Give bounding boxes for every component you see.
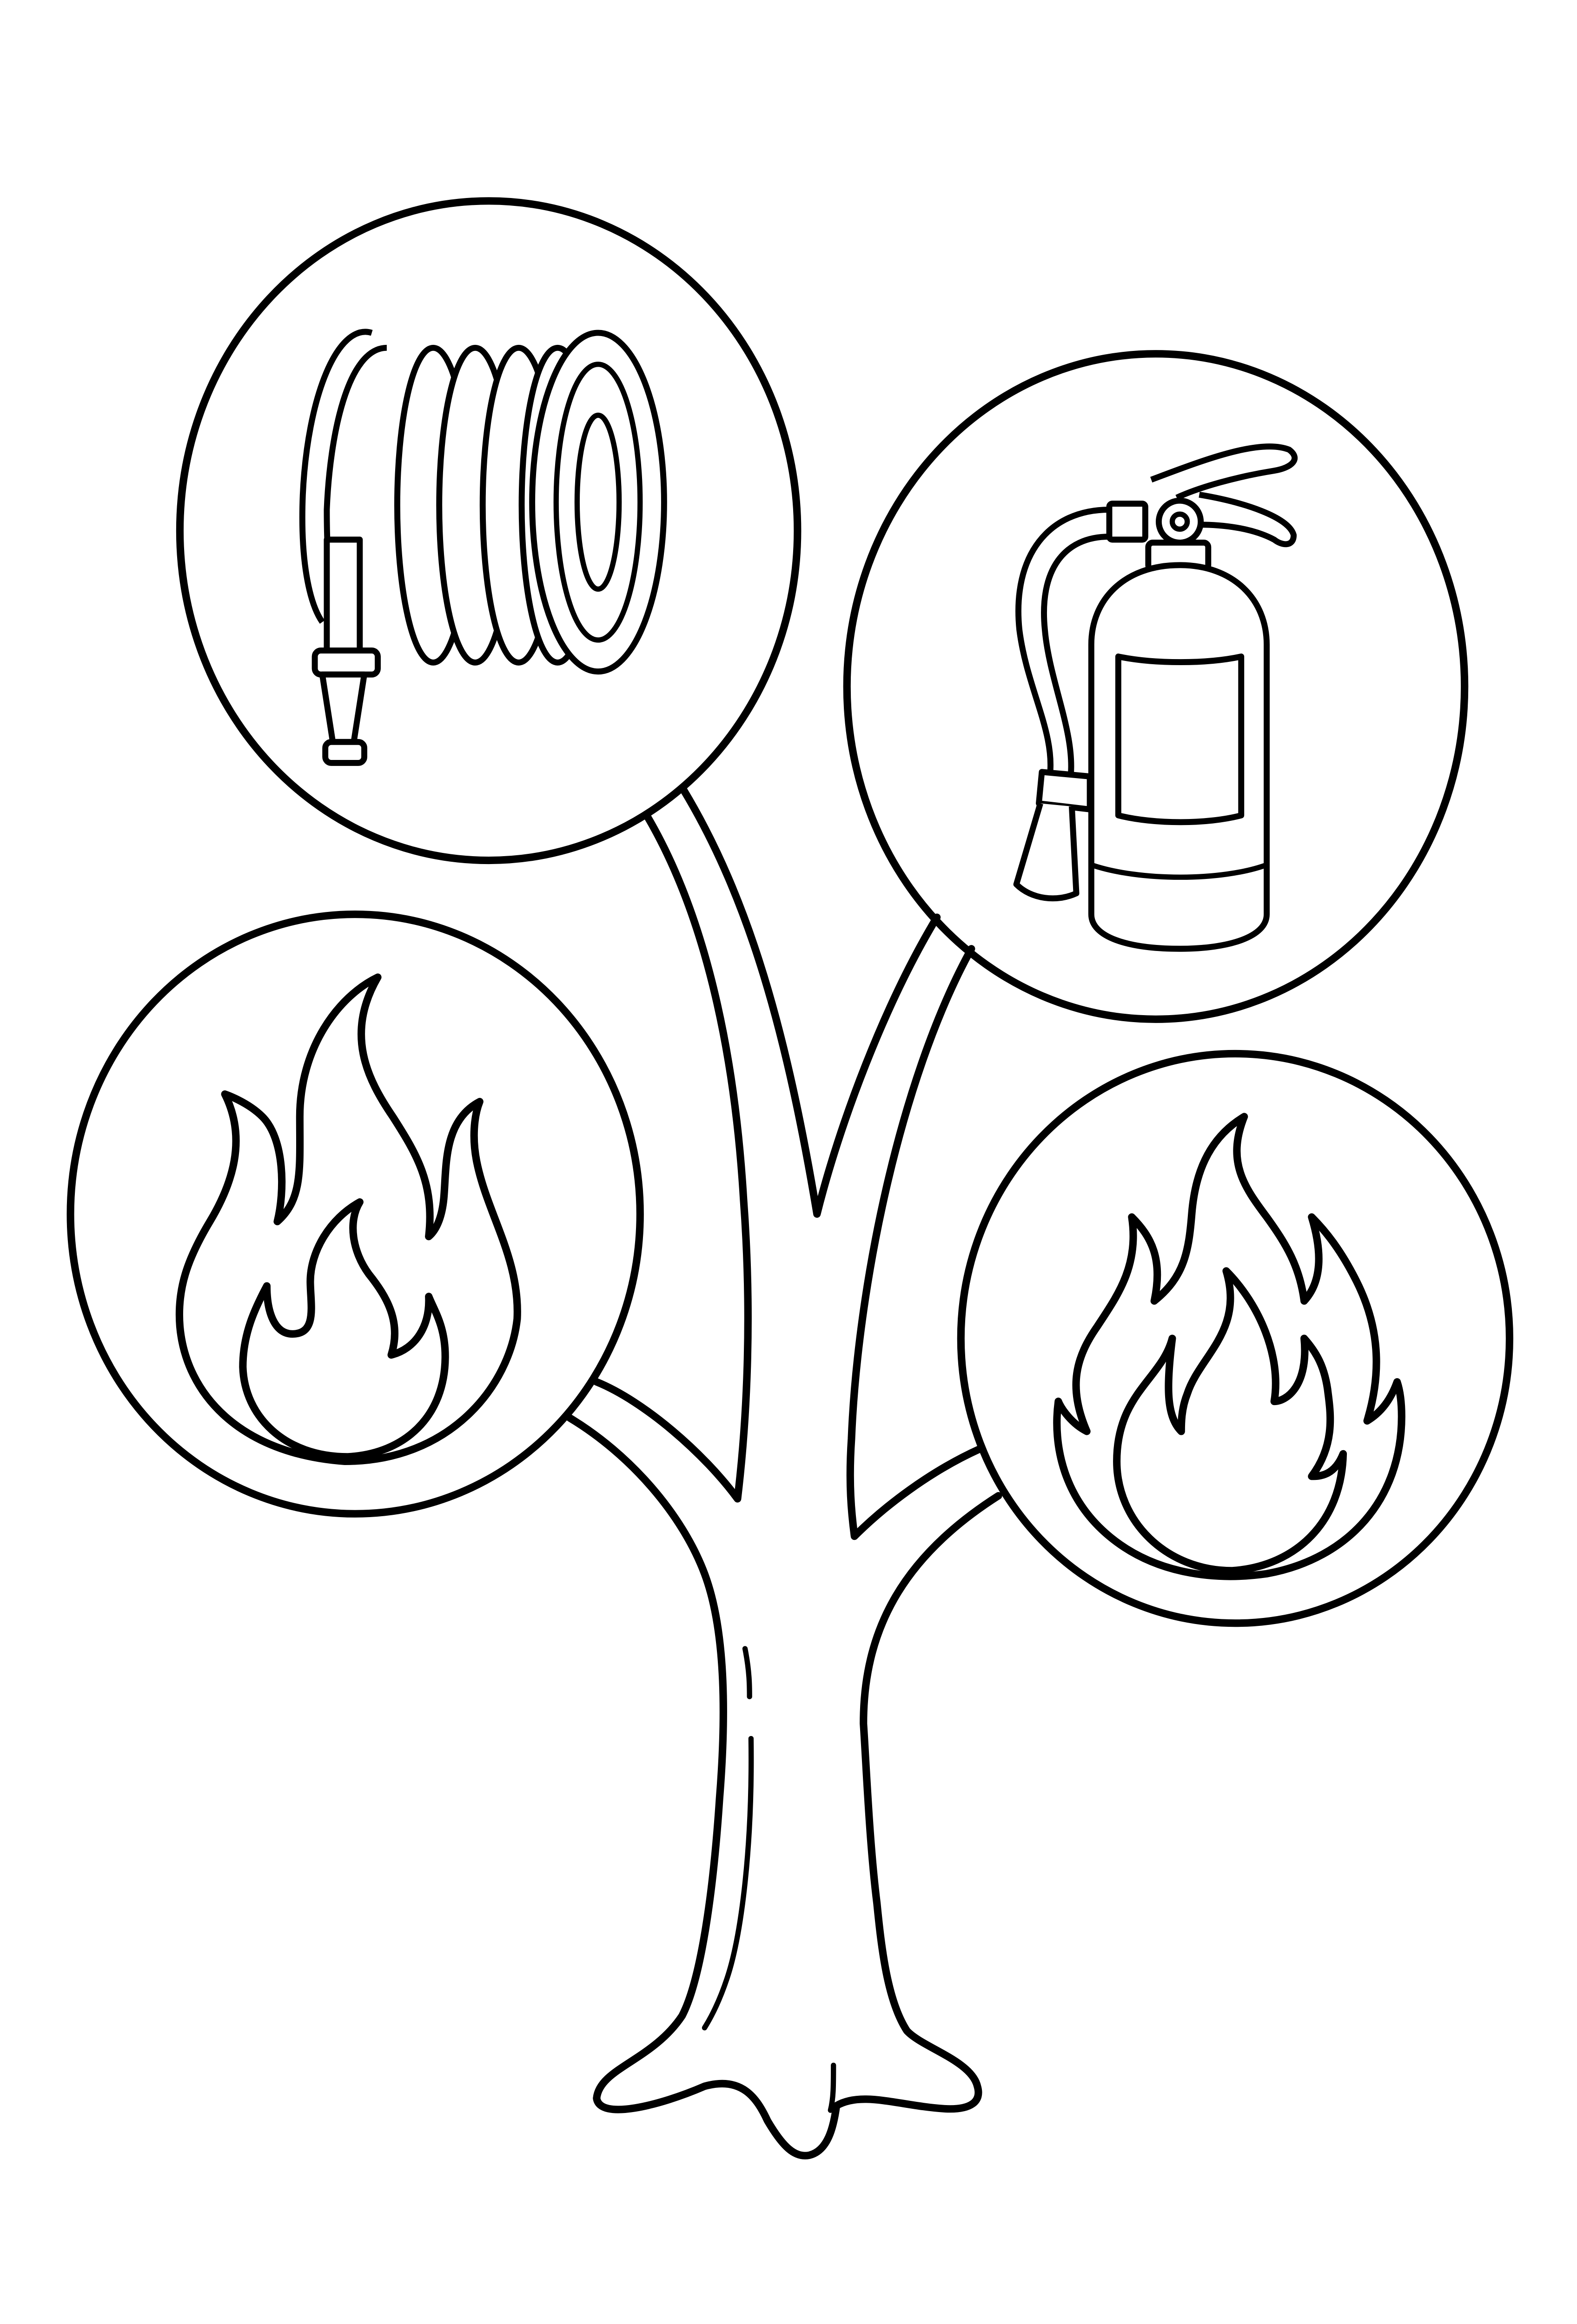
fire-hose-reel-icon [299, 329, 667, 766]
hose-reel-circle [176, 197, 802, 865]
right-flame-circle [957, 1050, 1513, 1627]
tree-trunk [566, 786, 1002, 2159]
left-flame-circle [66, 911, 644, 1518]
fire-extinguisher-icon [1013, 443, 1298, 952]
flame-icon [175, 973, 521, 1466]
extinguisher-circle [843, 350, 1469, 1023]
flame-icon [1053, 1113, 1405, 1580]
coloring-page [66, 197, 1513, 2159]
